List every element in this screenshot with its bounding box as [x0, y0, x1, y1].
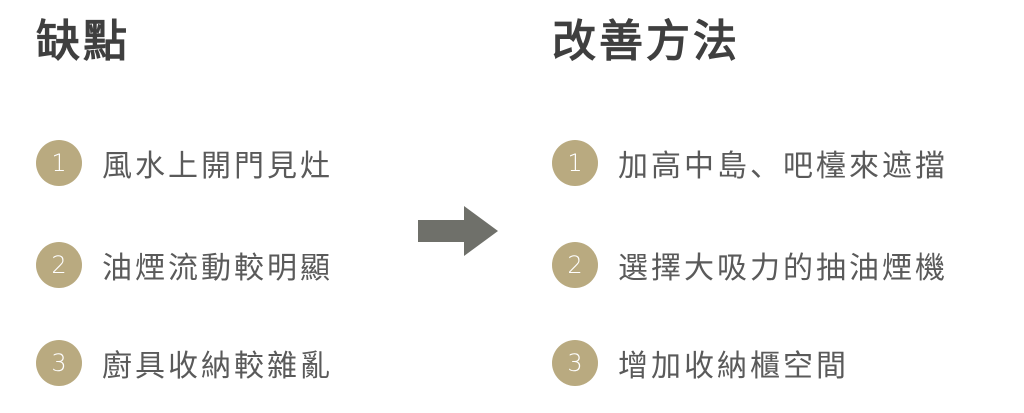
arrow-right-icon: [418, 206, 498, 256]
number-badge: 3: [552, 340, 598, 386]
improvement-item: 3 增加收納櫃空間: [552, 338, 849, 388]
improvement-item: 1 加高中島、吧檯來遮擋: [552, 138, 948, 188]
drawback-item: 1 風水上開門見灶: [36, 138, 333, 188]
number-badge: 1: [552, 140, 598, 186]
number-badge: 1: [36, 140, 82, 186]
number-badge: 2: [36, 242, 82, 288]
number-badge: 3: [36, 340, 82, 386]
improvement-item: 2 選擇大吸力的抽油煙機: [552, 240, 948, 290]
drawback-item: 3 廚具收納較雜亂: [36, 338, 333, 388]
improvement-text: 增加收納櫃空間: [618, 349, 849, 384]
drawback-text: 風水上開門見灶: [102, 149, 333, 184]
number-badge: 2: [552, 242, 598, 288]
drawbacks-heading: 缺點: [36, 16, 130, 67]
drawback-item: 2 油煙流動較明顯: [36, 240, 333, 290]
improvement-text: 加高中島、吧檯來遮擋: [618, 149, 948, 184]
improvement-text: 選擇大吸力的抽油煙機: [618, 251, 948, 286]
improvements-heading: 改善方法: [552, 16, 740, 67]
drawback-text: 油煙流動較明顯: [102, 251, 333, 286]
drawback-text: 廚具收納較雜亂: [102, 349, 333, 384]
